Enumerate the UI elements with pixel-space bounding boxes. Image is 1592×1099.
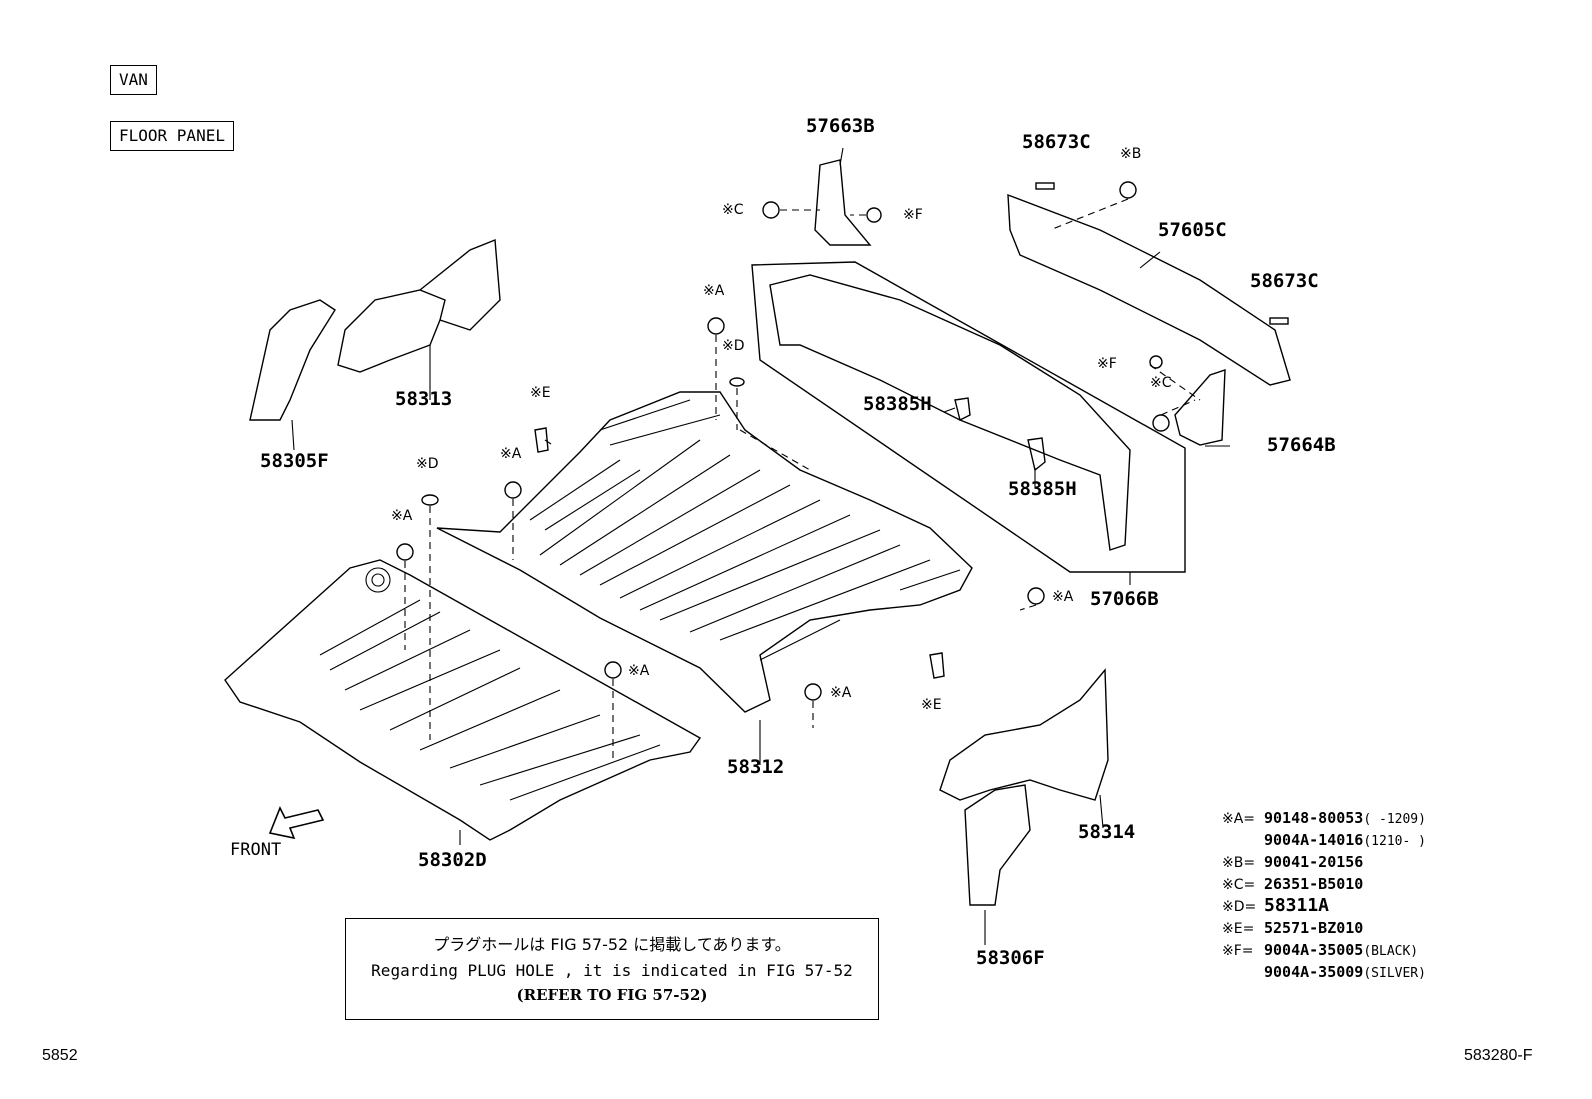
wheel-housing-58314: [939, 668, 1109, 801]
marker-c: ※C: [722, 202, 744, 218]
marker-e: ※E: [921, 697, 942, 713]
marker-a: ※A: [830, 685, 852, 701]
variant-tag: VAN: [110, 65, 157, 95]
note-reference-link[interactable]: (REFER TO FIG 57-52): [516, 986, 708, 1004]
part-label-57066b[interactable]: 57066B: [1090, 588, 1159, 610]
part-label-58312[interactable]: 58312: [727, 756, 785, 778]
quarter-panel-58306f: [964, 784, 1031, 906]
figure-number: 5852: [42, 1047, 78, 1064]
part-label-58306f[interactable]: 58306F: [976, 947, 1045, 969]
floor-panel-58302d-outline: [224, 559, 702, 841]
marker-a: ※A: [391, 508, 413, 524]
legend-row: 9004A-35009(SILVER): [1264, 963, 1426, 981]
marker-a: ※A: [628, 663, 650, 679]
legend-row: ※D=58311A: [1222, 895, 1330, 916]
note-line-jp: プラグホールは FIG 57-52 に掲載してあります。: [433, 935, 791, 954]
pillar-57663b: [814, 159, 872, 246]
marker-a: ※A: [1052, 589, 1074, 605]
pillar-57664b: [1174, 369, 1226, 446]
marker-e: ※E: [530, 385, 551, 401]
quarter-panel-58305f: [249, 299, 336, 421]
part-label-57605c[interactable]: 57605C: [1158, 219, 1227, 241]
section-tag: FLOOR PANEL: [110, 121, 234, 151]
floor-panel-58312-outline: [436, 391, 973, 713]
part-label-58385h[interactable]: 58385H: [863, 393, 932, 415]
fastener-legend: ※A=90148-80053( -1209) 9004A-14016(1210-…: [1222, 807, 1426, 983]
legend-row: 9004A-14016(1210- ): [1264, 831, 1426, 849]
marker-b: ※B: [1120, 146, 1142, 162]
front-label: FRONT: [230, 840, 282, 860]
part-label-58302d[interactable]: 58302D: [418, 849, 487, 871]
marker-f: ※F: [1097, 356, 1117, 372]
part-label-57664b[interactable]: 57664B: [1267, 434, 1336, 456]
part-label-58305f[interactable]: 58305F: [260, 450, 329, 472]
marker-a: ※A: [500, 446, 522, 462]
legend-row: ※E=52571-BZ010: [1222, 919, 1364, 937]
wheel-housing-58313: [337, 289, 446, 373]
illustration-code: 583280-F: [1464, 1047, 1533, 1064]
marker-f: ※F: [903, 207, 923, 223]
front-arrow-icon: [268, 806, 325, 840]
part-label-58314[interactable]: 58314: [1078, 821, 1136, 843]
part-label-58313[interactable]: 58313: [395, 388, 453, 410]
rear-panel-57605c: [1007, 193, 1291, 386]
marker-d: ※D: [722, 338, 745, 354]
legend-row: ※F=9004A-35005(BLACK): [1222, 941, 1419, 959]
legend-row: ※C=26351-B5010: [1222, 875, 1364, 893]
marker-a: ※A: [703, 283, 725, 299]
part-label-58385h[interactable]: 58385H: [1008, 478, 1077, 500]
part-label-58673c[interactable]: 58673C: [1250, 270, 1319, 292]
part-label-57663b[interactable]: 57663B: [806, 115, 875, 137]
plug-hole-note: プラグホールは FIG 57-52 に掲載してあります。 Regarding P…: [345, 918, 879, 1020]
legend-row: ※B=90041-20156: [1222, 853, 1364, 871]
marker-d: ※D: [416, 456, 439, 472]
group-bracket-57066b: [751, 261, 1186, 573]
note-line-en: Regarding PLUG HOLE , it is indicated in…: [371, 961, 853, 980]
part-label-58673c[interactable]: 58673C: [1022, 131, 1091, 153]
legend-row: ※A=90148-80053( -1209): [1222, 809, 1426, 827]
cross-member-57066b: [769, 274, 1131, 551]
marker-c: ※C: [1150, 375, 1172, 391]
